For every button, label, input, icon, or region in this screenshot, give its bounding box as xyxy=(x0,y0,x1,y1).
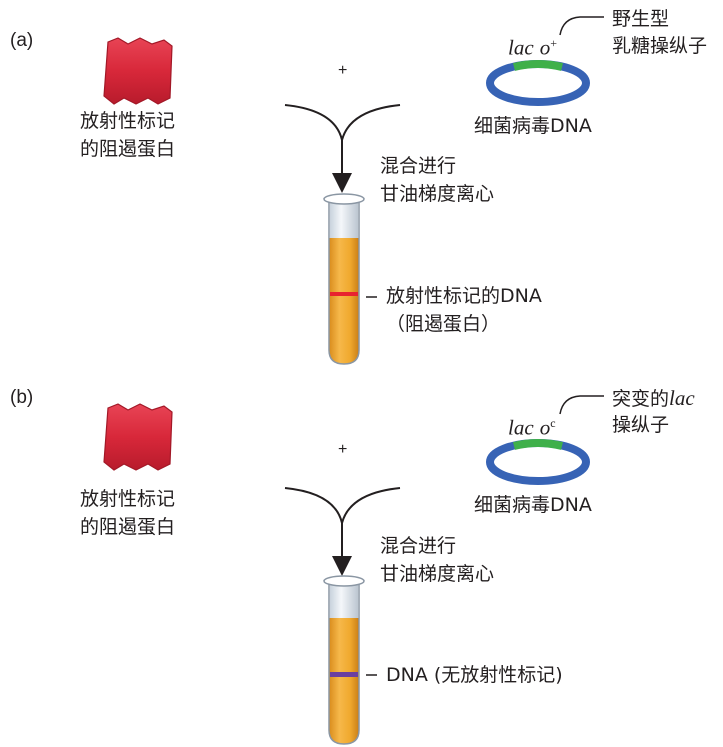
band-b xyxy=(330,672,358,677)
callout-text-b-line1: 突变的lac xyxy=(612,386,695,410)
callout-text-b-line2: 操纵子 xyxy=(612,414,670,436)
tube-a xyxy=(323,193,365,365)
callout-line-a xyxy=(559,16,604,36)
callout-line-b xyxy=(559,395,604,415)
plus-sign-a: + xyxy=(338,62,348,79)
plasmid-caption-b: 细菌病毒DNA xyxy=(474,494,592,516)
tube-b xyxy=(323,575,365,745)
plus-sign-b: + xyxy=(338,441,348,458)
band-label-a-line2: （阻遏蛋白） xyxy=(386,313,501,335)
panel-a-graphics xyxy=(103,16,604,365)
step-text-b-line2: 甘油梯度离心 xyxy=(380,563,495,585)
funnel-arrow-a xyxy=(284,104,352,193)
plasmid-ring-b xyxy=(486,439,590,485)
plasmid-genotype-a: lac o+ xyxy=(508,35,557,60)
panel-b-graphics xyxy=(103,395,604,745)
plasmid-ring-a xyxy=(486,60,590,106)
band-label-b: DNA (无放射性标记) xyxy=(386,664,563,686)
panel-label-b: (b) xyxy=(10,387,34,408)
step-text-b-line1: 混合进行 xyxy=(380,535,457,557)
band-label-a-line1: 放射性标记的DNA xyxy=(386,285,542,307)
callout-text-a-line2: 乳糖操纵子 xyxy=(612,35,708,57)
protein-shape-b xyxy=(103,403,173,471)
band-a xyxy=(330,292,358,296)
protein-label-a-line2: 的阻遏蛋白 xyxy=(80,138,176,160)
callout-text-a-line1: 野生型 xyxy=(612,8,670,30)
funnel-arrow-b xyxy=(284,487,352,576)
operator-segment-b xyxy=(513,439,563,450)
panel-label-a: (a) xyxy=(10,30,34,51)
protein-shape-a xyxy=(103,37,173,105)
step-text-a-line2: 甘油梯度离心 xyxy=(380,183,495,205)
protein-label-a-line1: 放射性标记 xyxy=(80,110,176,132)
protein-label-b-line2: 的阻遏蛋白 xyxy=(80,516,176,538)
plasmid-caption-a: 细菌病毒DNA xyxy=(474,115,592,137)
operator-segment-a xyxy=(513,60,563,71)
protein-label-b-line1: 放射性标记 xyxy=(80,488,176,510)
plasmid-genotype-b: lac oc xyxy=(508,415,556,440)
step-text-a-line1: 混合进行 xyxy=(380,155,457,177)
